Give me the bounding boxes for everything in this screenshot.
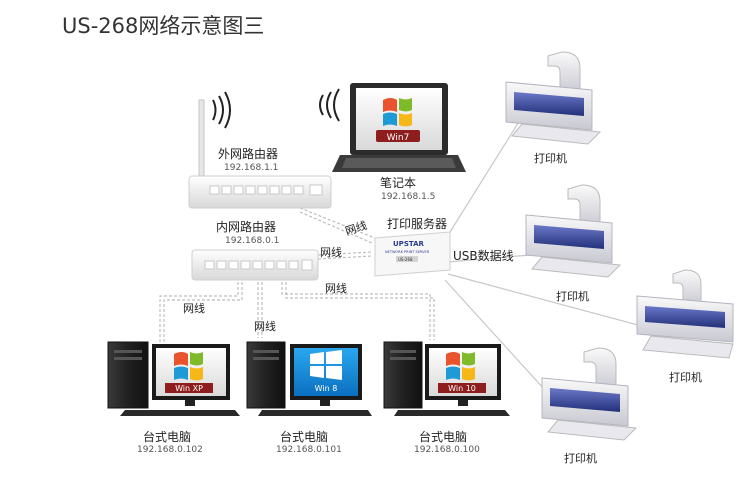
- inner-router-label: 内网路由器: [216, 219, 276, 234]
- laptop: Win7 笔记本 192.168.1.5: [319, 83, 466, 202]
- laptop-label: 笔记本: [380, 175, 416, 190]
- inner-router-ip: 192.168.0.1: [225, 236, 279, 246]
- usb-cable-label: USB数据线: [453, 248, 514, 263]
- cable-label-1: 网线: [343, 218, 368, 238]
- printer-3: 打印机: [636, 269, 734, 384]
- pc1-screen-text: Win XP: [175, 384, 203, 393]
- printer-2: 打印机: [525, 184, 622, 303]
- pc2-ip: 192.168.0.101: [276, 445, 342, 455]
- pc3-screen-text: Win 10: [448, 384, 476, 393]
- print-server-label: 打印服务器: [387, 216, 447, 231]
- pc3-label: 台式电脑: [419, 429, 467, 444]
- print-server-brand: UPSTAR: [393, 240, 425, 248]
- pc1-label: 台式电脑: [143, 429, 191, 444]
- printer-2-label: 打印机: [556, 289, 589, 303]
- printer-3-label: 打印机: [669, 370, 702, 384]
- page-title: US-268网络示意图三: [62, 14, 264, 38]
- cable-label-2: 网线: [320, 245, 342, 259]
- pc2-screen-text: Win 8: [315, 384, 338, 393]
- pc2-label: 台式电脑: [280, 429, 328, 444]
- print-server: UPSTAR NETWORK PRINT SERVER US-268 打印服务器: [374, 216, 451, 277]
- windows-logo-icon: [383, 98, 412, 127]
- print-server-sub: NETWORK PRINT SERVER: [385, 250, 430, 254]
- laptop-ip: 192.168.1.5: [381, 192, 435, 202]
- printer-1-label: 打印机: [534, 151, 567, 165]
- outer-router: 外网路由器 192.168.1.1: [188, 91, 332, 209]
- pc3-ip: 192.168.0.100: [414, 445, 480, 455]
- cable-label-4: 网线: [183, 301, 205, 315]
- inner-router: 内网路由器 192.168.0.1: [191, 219, 319, 281]
- printer-4-label: 打印机: [564, 451, 597, 465]
- outer-router-ip: 192.168.1.1: [224, 163, 278, 173]
- print-server-model: US-268: [398, 257, 413, 262]
- windows-logo-icon: [446, 352, 475, 381]
- desktop-pc-1: Win XP 台式电脑 192.168.0.102: [107, 341, 240, 455]
- pc1-ip: 192.168.0.102: [137, 445, 203, 455]
- windows-8-logo-icon: [310, 350, 342, 380]
- cable-label-3: 网线: [325, 281, 347, 295]
- cable-label-5: 网线: [254, 319, 276, 333]
- printer-1: 打印机: [505, 51, 602, 165]
- windows-logo-icon: [174, 352, 203, 381]
- outer-router-label: 外网路由器: [218, 146, 278, 161]
- laptop-screen-text: Win7: [387, 133, 410, 143]
- cables: [159, 119, 639, 391]
- desktop-pc-2: Win 8 台式电脑 192.168.0.101: [246, 341, 372, 455]
- printer-4: 打印机: [541, 347, 638, 465]
- desktop-pc-3: Win 10 台式电脑 192.168.0.100: [383, 341, 510, 455]
